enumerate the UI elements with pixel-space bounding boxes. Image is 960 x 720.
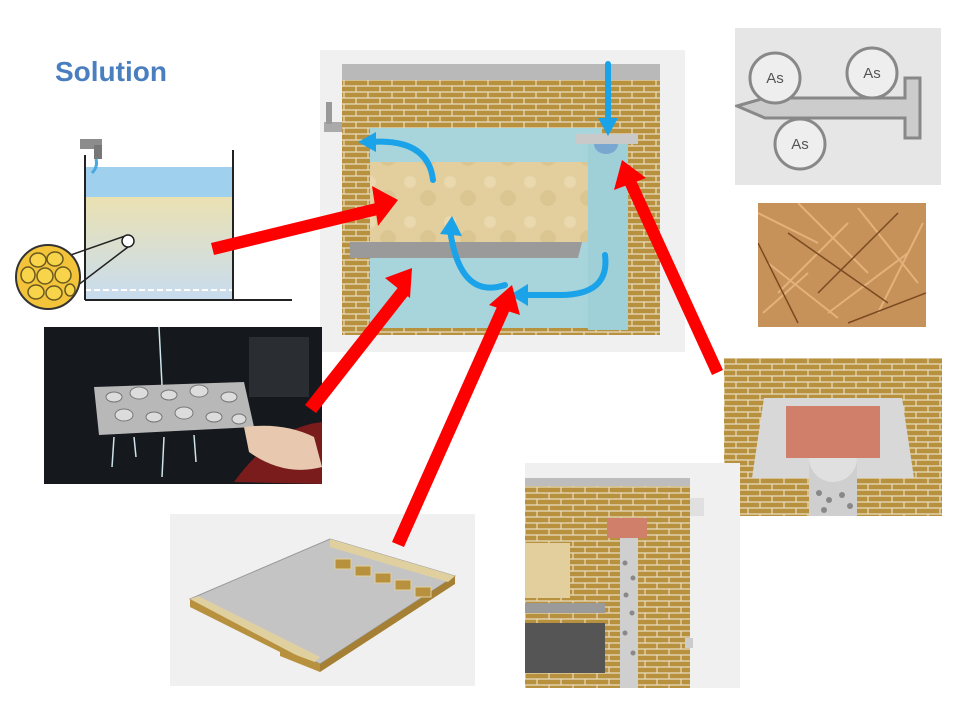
filter-base-slab bbox=[170, 514, 475, 686]
as-label-1: As bbox=[766, 70, 784, 87]
red-arrow-icon bbox=[614, 160, 723, 375]
as-label-3: As bbox=[791, 136, 809, 153]
red-arrow-icon bbox=[305, 268, 412, 413]
red-arrow-icon bbox=[392, 285, 520, 547]
filter-side-cutaway bbox=[525, 463, 740, 688]
arsenic-adsorption-diagram: As As As bbox=[735, 28, 941, 185]
filter-tank-diagram bbox=[10, 135, 295, 320]
red-arrow-icon bbox=[211, 186, 398, 255]
porous-gravel-photo bbox=[44, 327, 322, 484]
diffuser-chamber-closeup bbox=[724, 358, 942, 516]
flow-arrow-icons bbox=[367, 61, 611, 298]
iron-nails-photo bbox=[758, 203, 926, 327]
slide-title: Solution bbox=[55, 56, 167, 87]
as-label-2: As bbox=[863, 65, 881, 82]
